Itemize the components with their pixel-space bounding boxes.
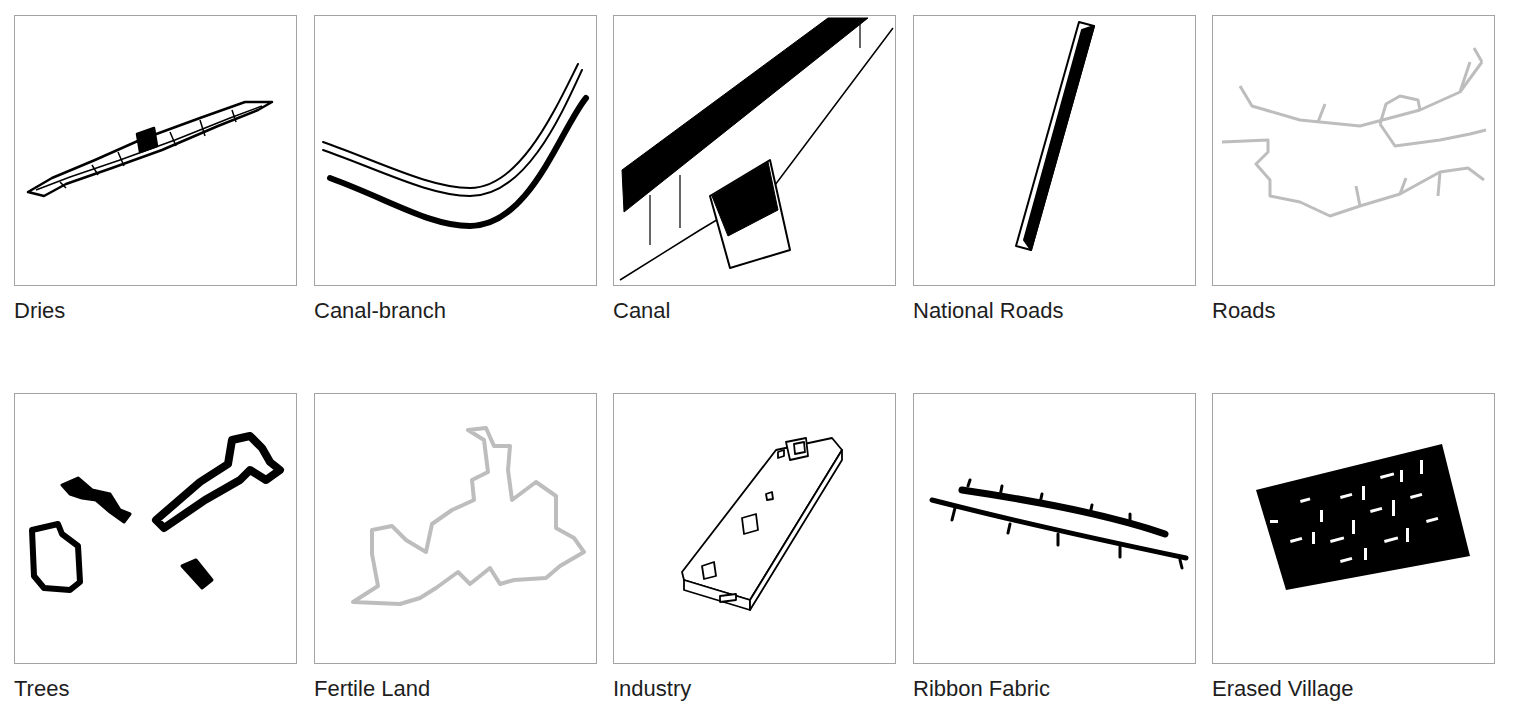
dries-figure: [28, 102, 272, 196]
panel-label: Trees: [14, 676, 69, 702]
panel-frame: [913, 393, 1196, 664]
panel-frame: [613, 15, 896, 286]
image-panel: Fertile Land: [314, 393, 597, 704]
image-panel: Roads: [1212, 15, 1495, 326]
image-panel: Dries: [14, 15, 297, 326]
canal-figure: [620, 18, 893, 280]
image-panel: Erased Village: [1212, 393, 1495, 704]
panel-frame: [14, 15, 297, 286]
national-road-figure: [1016, 22, 1094, 250]
panel-frame: [613, 393, 896, 664]
panel-frame: [14, 393, 297, 664]
panel-frame: [314, 393, 597, 664]
panel-label: Canal-branch: [314, 298, 446, 324]
image-panel: Trees: [14, 393, 297, 704]
canal-branch-figure: [323, 64, 586, 226]
panel-frame: [1212, 15, 1495, 286]
panel-label: Industry: [613, 676, 691, 702]
image-panel: Canal: [613, 15, 896, 326]
image-panel: Canal-branch: [314, 15, 597, 326]
panel-frame: [913, 15, 1196, 286]
image-panel: Ribbon Fabric: [913, 393, 1196, 704]
image-panel: National Roads: [913, 15, 1196, 326]
ribbon-fabric-figure: [932, 480, 1186, 568]
roads-figure: [1222, 48, 1486, 216]
panel-label: Dries: [14, 298, 65, 324]
panel-frame: [1212, 393, 1495, 664]
fertile-land-figure: [353, 428, 584, 604]
industry-figure: [682, 438, 842, 610]
erased-village-figure: [1256, 444, 1470, 590]
image-panel: Industry: [613, 393, 896, 704]
panel-label: Erased Village: [1212, 676, 1353, 702]
trees-figure: [32, 436, 280, 590]
panel-label: Canal: [613, 298, 670, 324]
panel-label: National Roads: [913, 298, 1063, 324]
panel-frame: [314, 15, 597, 286]
panel-label: Roads: [1212, 298, 1276, 324]
panel-label: Fertile Land: [314, 676, 430, 702]
panel-label: Ribbon Fabric: [913, 676, 1050, 702]
